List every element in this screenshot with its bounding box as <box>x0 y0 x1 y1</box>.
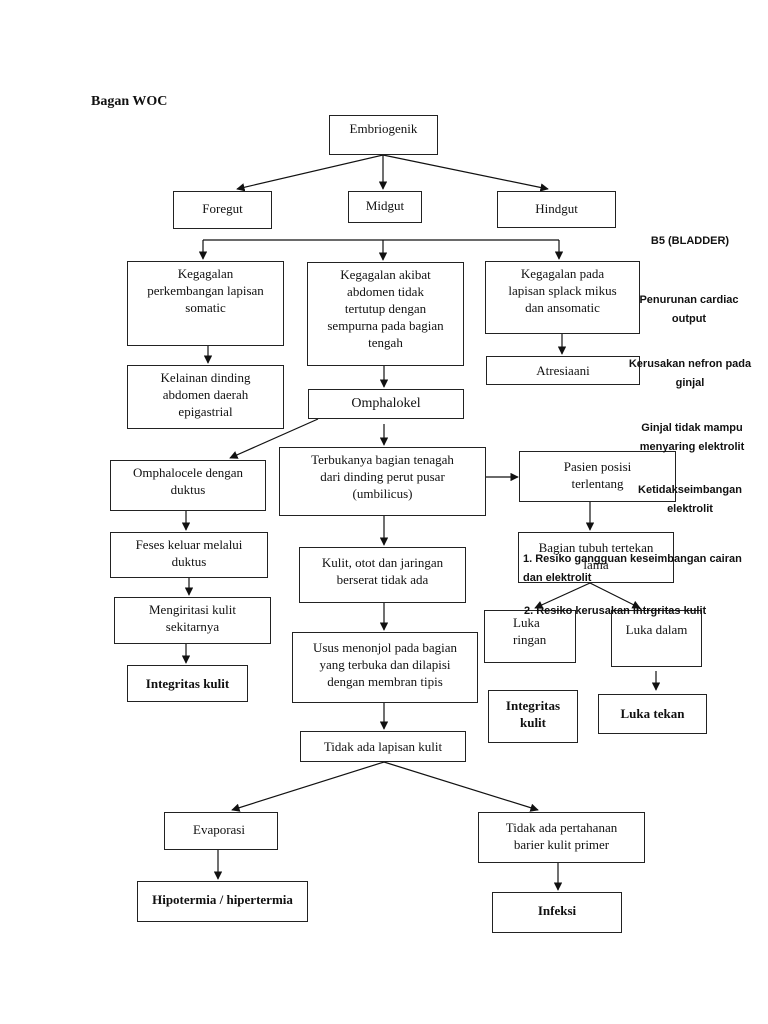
node-terbukanya: Terbukanya bagian tenagah dari dinding p… <box>279 447 486 516</box>
node-kelainan-dinding: Kelainan dinding abdomen daerah epigastr… <box>127 365 284 429</box>
diagram-title: Bagan WOC <box>91 94 168 109</box>
arrow-omphalokel-omphalocele <box>229 418 319 459</box>
note-resiko-2: 2. Resiko kerusakan intrgritas kulit <box>524 605 707 617</box>
node-midgut: Midgut <box>348 191 422 223</box>
node-kulit-otot: Kulit, otot dan jaringan berserat tidak … <box>299 547 466 603</box>
note-kerusakan-nefron: Kerusakan nefron pada ginjal <box>628 358 752 389</box>
note-resiko-1: 1. Resiko gangguan keseimbangan cairan d… <box>523 553 742 584</box>
node-evaporasi: Evaporasi <box>164 812 278 850</box>
node-feses: Feses keluar melalui duktus <box>110 532 268 578</box>
note-b5-bladder: B5 (BLADDER) <box>650 235 730 247</box>
arrow-lapisan-pertahanan <box>383 761 539 812</box>
node-integritas-kulit-left: Integritas kulit <box>127 665 248 702</box>
node-omphalokel: Omphalokel <box>308 389 464 419</box>
node-hindgut: Hindgut <box>497 191 616 228</box>
node-tidak-ada-lapisan: Tidak ada lapisan kulit <box>300 731 466 762</box>
node-kegagalan-somatic: Kegagalan perkembangan lapisan somatic <box>127 261 284 346</box>
node-luka-dalam: Luka dalam <box>611 610 702 667</box>
node-omphalocele-duktus: Omphalocele dengan duktus <box>110 460 266 511</box>
node-luka-tekan: Luka tekan <box>598 694 707 734</box>
node-hipotermia: Hipotermia / hipertermia <box>137 881 308 922</box>
note-ketidakseimbangan: Ketidakseimbangan elektrolit <box>638 484 742 515</box>
arrow-bagian-luka-ringan <box>534 582 591 609</box>
arrow-embriogenik-foregut <box>236 154 384 192</box>
node-pasien-posisi: Pasien posisi terlentang <box>519 451 676 502</box>
node-usus: Usus menonjol pada bagian yang terbuka d… <box>292 632 478 703</box>
node-tidak-ada-pertahanan: Tidak ada pertahanan barier kulit primer <box>478 812 645 863</box>
arrow-bagian-luka-dalam <box>589 582 641 609</box>
node-luka-ringan: Luka ringan <box>484 610 576 663</box>
node-atresiaani: Atresiaani <box>486 356 640 385</box>
node-foregut: Foregut <box>173 191 272 229</box>
arrow-embriogenik-hindgut <box>382 154 549 192</box>
node-kegagalan-abdomen: Kegagalan akibat abdomen tidak tertutup … <box>307 262 464 366</box>
node-infeksi: Infeksi <box>492 892 622 933</box>
note-ginjal: Ginjal tidak mampu menyaring elektrolit <box>639 422 745 453</box>
node-integritas-kulit-right: Integritas kulit <box>488 690 578 743</box>
arrow-lapisan-evaporasi <box>231 761 385 812</box>
node-embriogenik: Embriogenik <box>329 115 438 155</box>
node-kegagalan-splack: Kegagalan pada lapisan splack mikus dan … <box>485 261 640 334</box>
note-penurunan-cardiac: Penurunan cardiac output <box>639 294 739 325</box>
node-mengiritasi: Mengiritasi kulit sekitarnya <box>114 597 271 644</box>
node-bagian-tubuh: Bagian tubuh tertekan lama <box>518 532 674 583</box>
